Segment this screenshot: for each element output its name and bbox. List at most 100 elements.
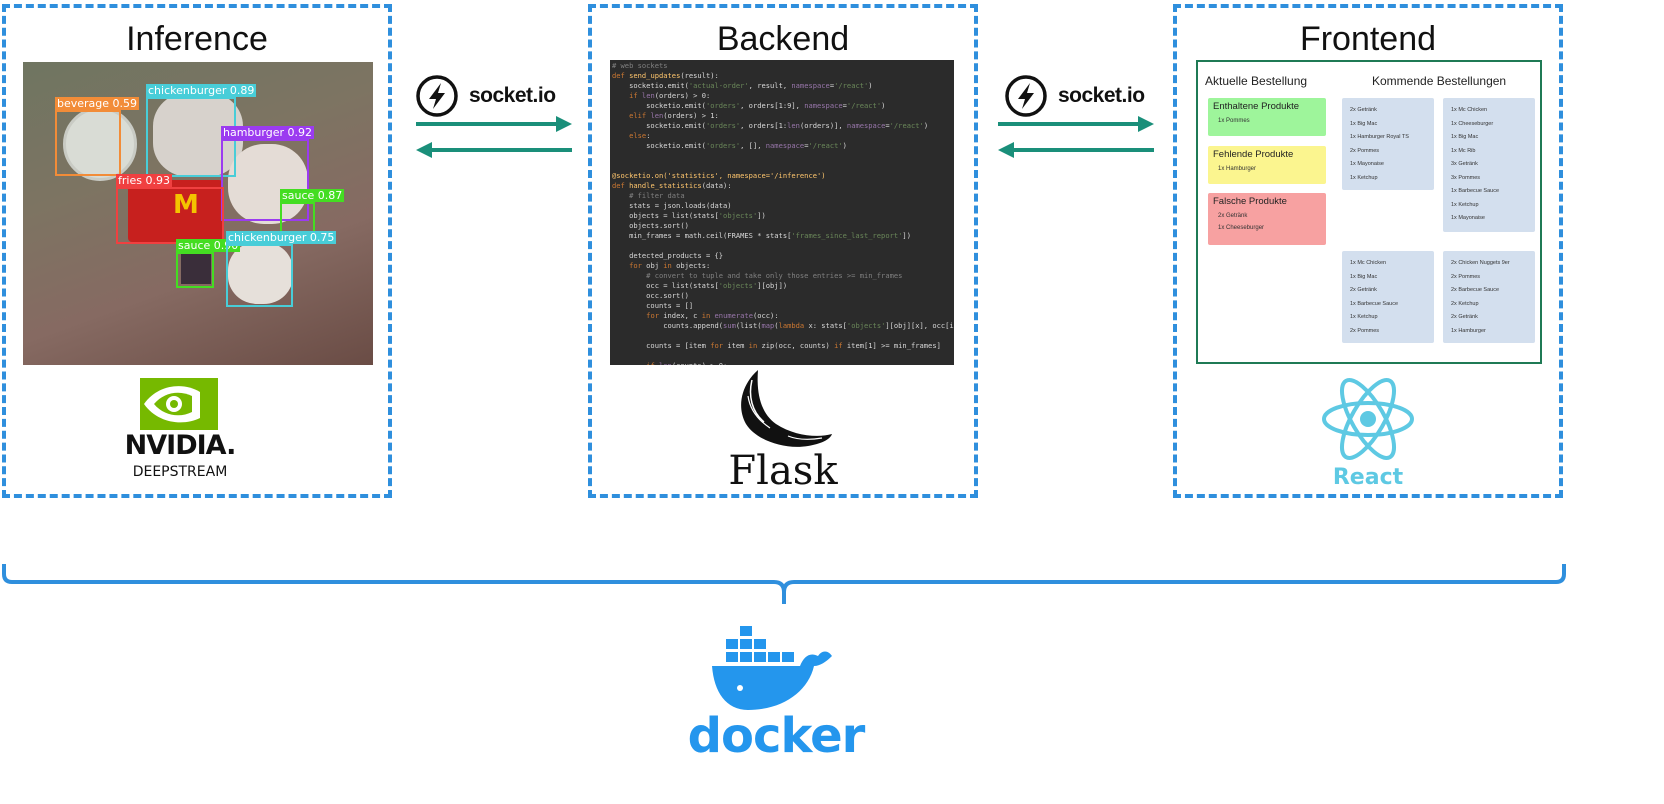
detection-box: [176, 252, 214, 288]
detection-label: sauce 0.90: [176, 239, 241, 252]
order-item: 2x Pommes: [1451, 273, 1481, 280]
fries-box-logo: M: [173, 190, 199, 220]
react-wordmark: React: [1332, 465, 1404, 490]
code-line: socketio.emit('orders', orders[1:9], nam…: [612, 101, 886, 110]
arrow-pair-right: [998, 116, 1154, 158]
code-line: [612, 241, 954, 251]
current-order-heading: Aktuelle Bestellung: [1205, 74, 1308, 88]
code-line: if len(orders) > 0:: [629, 91, 711, 100]
detection-box: [226, 244, 293, 307]
sauce-shape: [181, 254, 211, 284]
order-item: 3x Getränk: [1451, 161, 1478, 167]
code-line: socketio.emit('actual-order', result, na…: [612, 81, 873, 90]
fries-box-shape: [128, 180, 223, 242]
order-item: 1x Big Mac: [1451, 134, 1479, 140]
code-line: counts = [item for item in zip(occ, coun…: [612, 341, 941, 350]
burger-shape-2: [228, 242, 293, 304]
code-line: @socketio.on('statistics', namespace='/i…: [612, 171, 826, 180]
code-line: else:: [629, 131, 651, 140]
order-item: 2x Getränk: [1451, 314, 1478, 320]
upcoming-orders-heading: Kommende Bestellungen: [1372, 74, 1507, 88]
detection-label: beverage 0.59: [55, 97, 140, 110]
code-line: stats = json.loads(data): [612, 201, 732, 210]
code-line: # web sockets: [612, 61, 668, 70]
detections-layer: beverage 0.59 chickenburger 0.89 hamburger…: [23, 62, 373, 365]
order-item: 1x Mc Chicken: [1350, 260, 1387, 266]
card-item: 2x Getränk: [1218, 213, 1248, 219]
code-line: objects = list(stats['objects']): [612, 211, 766, 220]
nvidia-wordmark: NVIDIA.: [124, 430, 237, 461]
code-line: def handle_statistics(data):: [612, 181, 732, 190]
detection-box: [55, 110, 121, 176]
code-line: socketio.emit('orders', [], namespace='/…: [612, 141, 847, 150]
order-item: 1x Cheeseburger: [1451, 120, 1494, 127]
code-line: socketio.emit('orders', orders[1:len(ord…: [612, 121, 929, 130]
order-item: 2x Ketchup: [1451, 300, 1479, 307]
deepstream-wordmark: DEEPSTREAM: [132, 464, 228, 480]
code-line: [612, 351, 954, 361]
card-item: 1x Pommes: [1218, 118, 1250, 124]
order-item: 1x Barbecue Sauce: [1350, 300, 1399, 307]
socketio-connector-left: socket.io: [415, 74, 556, 118]
code-line: # convert to tuple and take only those e…: [612, 271, 903, 280]
detection-screenshot: M beverage 0.59 chickenburger 0.89 hamburg…: [23, 62, 373, 365]
flask-wordmark: Flask: [728, 448, 838, 494]
detection-label: chickenburger 0.75: [226, 231, 337, 244]
code-line: [612, 331, 954, 341]
code-line: counts.append(sum(list(map(lambda x: sta…: [612, 321, 954, 330]
nvidia-eye-icon: [140, 378, 218, 430]
card-title: Enthaltene Produkte: [1213, 101, 1300, 112]
code-line: if len(counts) > 0:: [612, 361, 954, 365]
detection-box: [221, 139, 309, 221]
inference-panel: Inference: [2, 4, 392, 498]
code-line: objects.sort(): [612, 221, 689, 230]
docker-whale-icon: [712, 626, 832, 710]
card-title: Fehlende Produkte: [1213, 149, 1294, 160]
card-title: Falsche Produkte: [1213, 196, 1287, 207]
socketio-connector-right: socket.io: [1004, 74, 1145, 118]
frontend-panel: Frontend: [1173, 4, 1563, 498]
socketio-label-left: socket.io: [469, 84, 556, 107]
detection-label: chickenburger 0.89: [146, 84, 257, 97]
detection-label: sauce 0.87: [280, 189, 345, 202]
cup-shape: [63, 107, 137, 181]
backend-title: Backend: [716, 20, 850, 58]
order-item: 1x Big Mac: [1350, 120, 1378, 127]
code-line: elif len(orders) > 1:: [629, 111, 719, 120]
socketio-icon: [1005, 75, 1047, 117]
detection-label: fries 0.93: [116, 174, 172, 187]
order-item: 1x Mayonaise: [1350, 161, 1384, 167]
grouping-brace: [2, 564, 1566, 604]
frontend-title: Frontend: [1299, 20, 1437, 58]
wrapper-shape-2: [228, 144, 308, 224]
socketio-icon: [416, 75, 458, 117]
card-item: 1x Cheeseburger: [1218, 225, 1265, 231]
docker-wordmark: docker: [687, 708, 866, 764]
react-atom-icon: [1322, 378, 1414, 460]
order-item: 1x Barbecue Sauce: [1451, 188, 1500, 194]
card-item: 1x Hamburger: [1218, 166, 1257, 172]
order-status-card: Enthaltene Produkte 1x Pommes: [1208, 98, 1326, 136]
inference-title: Inference: [126, 20, 268, 58]
detection-box: [116, 187, 224, 244]
code-line: # filter data: [612, 191, 685, 200]
order-item: 1x Hamburger Royal TS: [1350, 134, 1409, 140]
code-line: occ = list(stats['objects'][obj]): [612, 281, 788, 290]
order-status-card: Falsche Produkte 2x Getränk 1x Cheeseburge…: [1208, 193, 1326, 245]
code-line: min_frames = math.ceil(FRAMES * stats['f…: [612, 231, 911, 240]
code-line: for index, c in enumerate(occ):: [646, 311, 779, 320]
order-item: 1x Mayonaise: [1451, 215, 1485, 221]
order-item: 2x Barbecue Sauce: [1451, 287, 1500, 293]
frontend-screenshot: Aktuelle Bestellung Kommende Bestellunge…: [1196, 60, 1542, 364]
code-line: for obj in objects:: [629, 261, 711, 270]
order-item: 3x Pommes: [1451, 174, 1481, 181]
detection-label: hamburger 0.92: [221, 126, 314, 139]
code-line: [612, 151, 954, 161]
order-item: 1x Mc Rib: [1451, 147, 1476, 154]
order-item: 1x Ketchup: [1350, 314, 1378, 320]
